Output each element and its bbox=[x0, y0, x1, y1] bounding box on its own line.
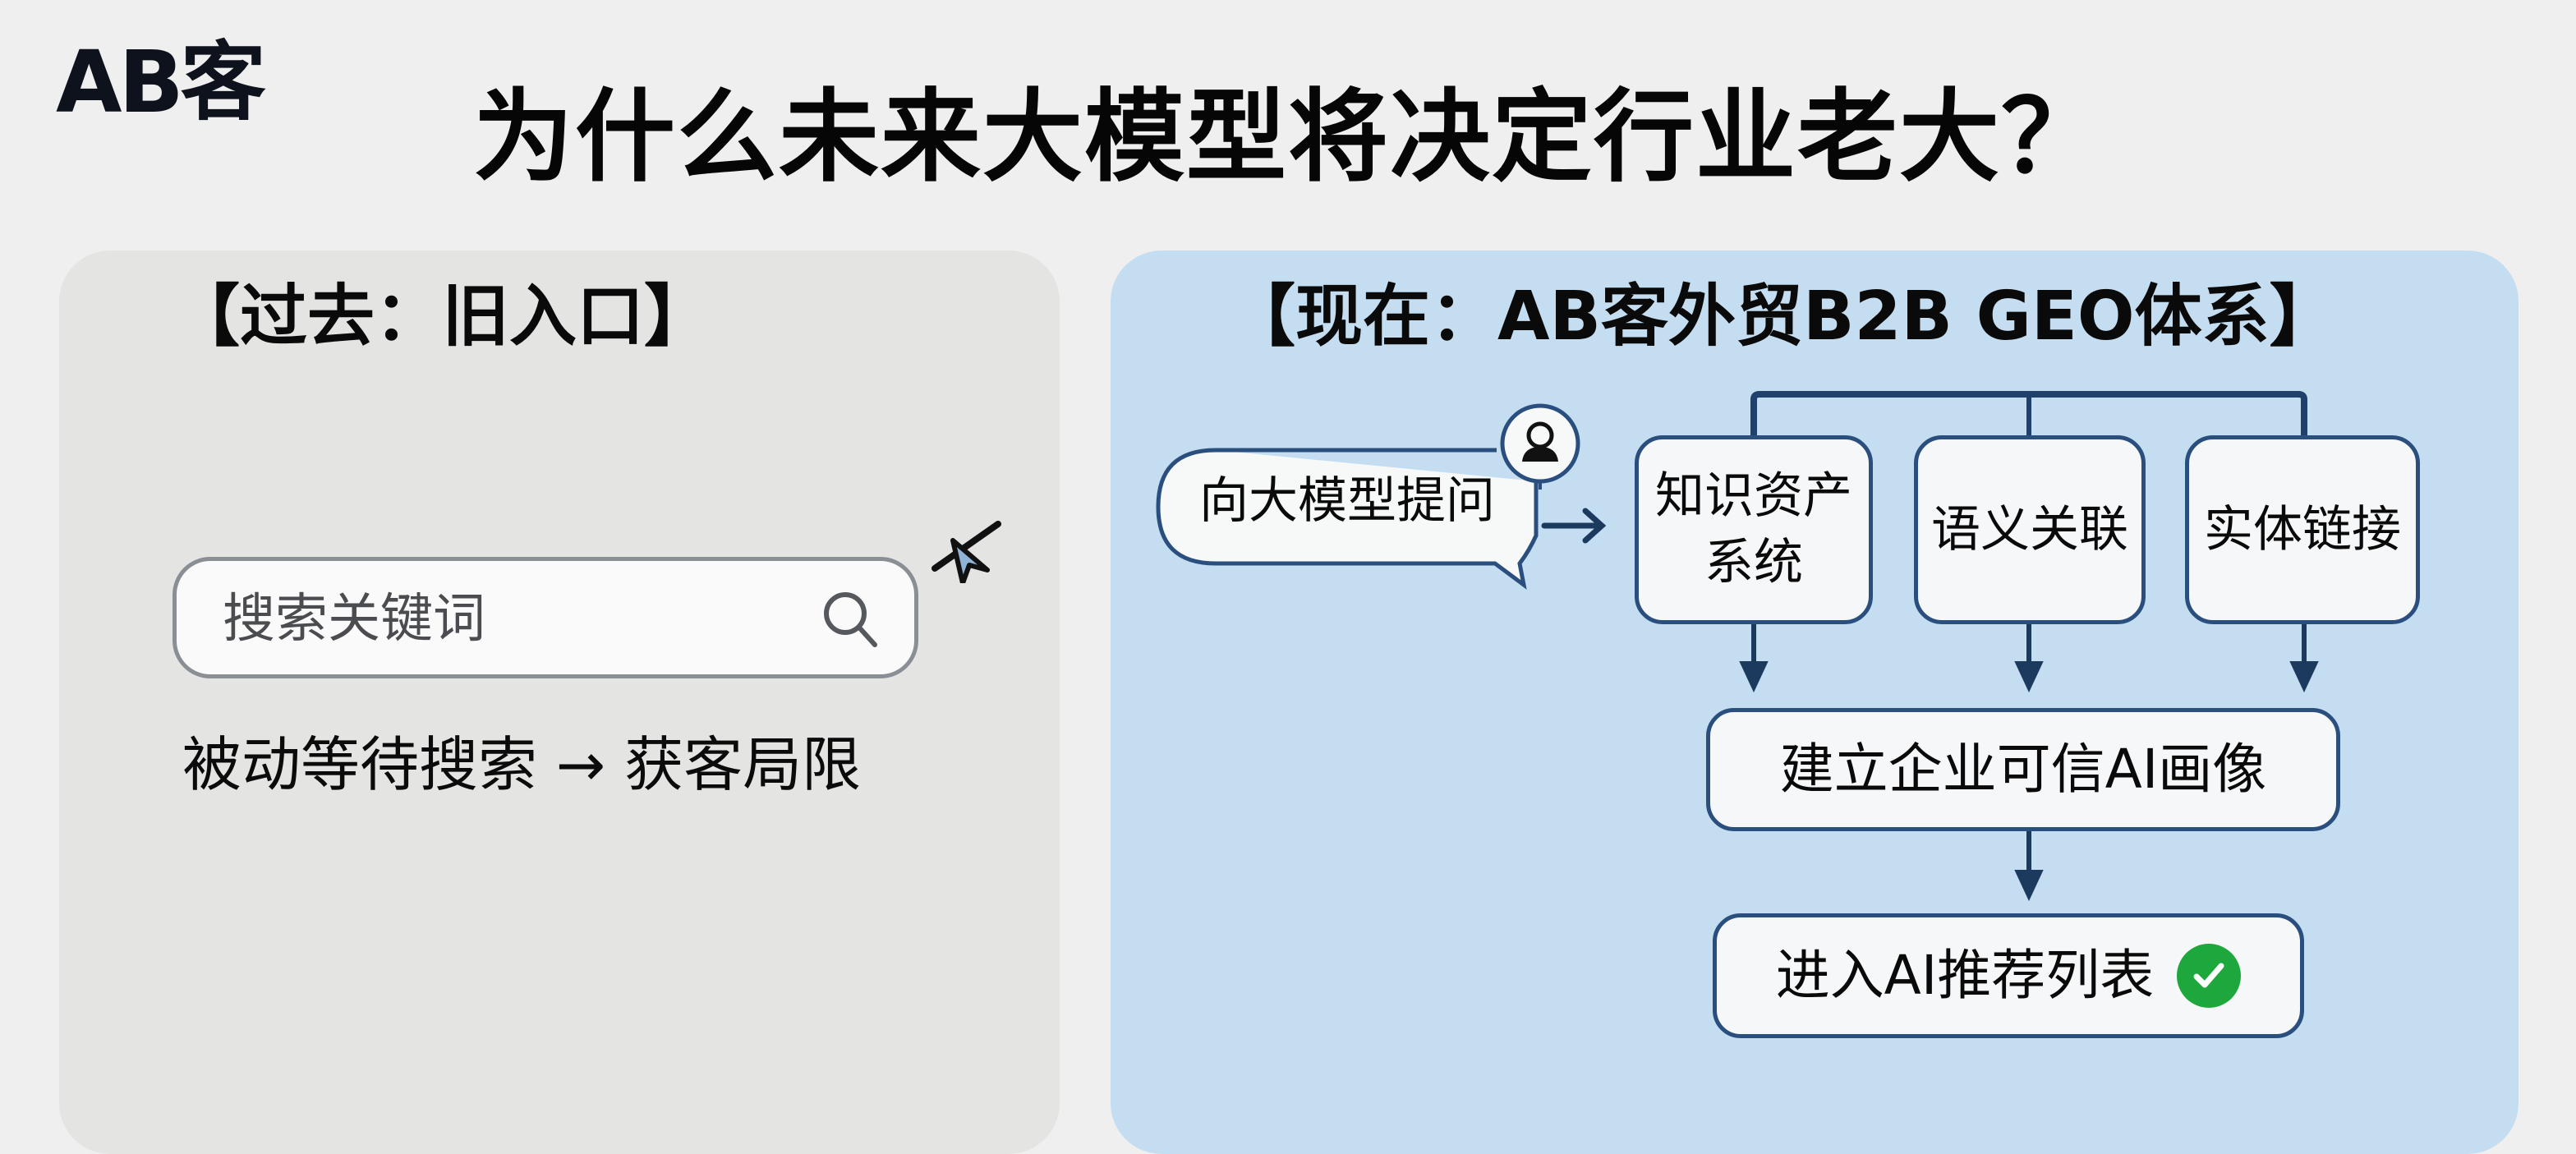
ai-recommend-label: 进入AI推荐列表 bbox=[1775, 944, 2155, 1008]
present-heading: 【现在：AB客外贸B2B GEO体系】 bbox=[1228, 278, 2337, 356]
page-title: 为什么未来大模型将决定行业老大？ bbox=[473, 79, 2103, 195]
pillar-entity-linking: 实体链接 bbox=[2185, 435, 2420, 624]
search-box[interactable]: 搜索关键词 bbox=[172, 557, 918, 678]
pillar-label: 实体链接 bbox=[2204, 500, 2401, 559]
past-caption: 被动等待搜索 → 获客局限 bbox=[182, 730, 862, 799]
pillar-semantic-association: 语义关联 bbox=[1914, 435, 2146, 624]
ai-profile-box: 建立企业可信AI画像 bbox=[1706, 708, 2340, 831]
past-panel bbox=[59, 251, 1060, 1154]
mouse-cursor-icon bbox=[932, 521, 1001, 583]
past-heading: 【过去：旧入口】 bbox=[172, 278, 712, 356]
search-placeholder: 搜索关键词 bbox=[223, 589, 485, 650]
brand-logo: AB客 bbox=[56, 32, 266, 132]
check-circle-icon bbox=[2177, 944, 2242, 1008]
question-bubble-text: 向大模型提问 bbox=[1199, 472, 1495, 530]
ai-recommend-box: 进入AI推荐列表 bbox=[1713, 913, 2304, 1038]
pillar-knowledge-assets: 知识资产 系统 bbox=[1635, 435, 1873, 624]
pillar-label: 知识资产 系统 bbox=[1655, 467, 1852, 591]
search-icon[interactable] bbox=[817, 586, 886, 655]
pillar-label: 语义关联 bbox=[1931, 500, 2128, 559]
ai-profile-label: 建立企业可信AI画像 bbox=[1779, 738, 2267, 802]
